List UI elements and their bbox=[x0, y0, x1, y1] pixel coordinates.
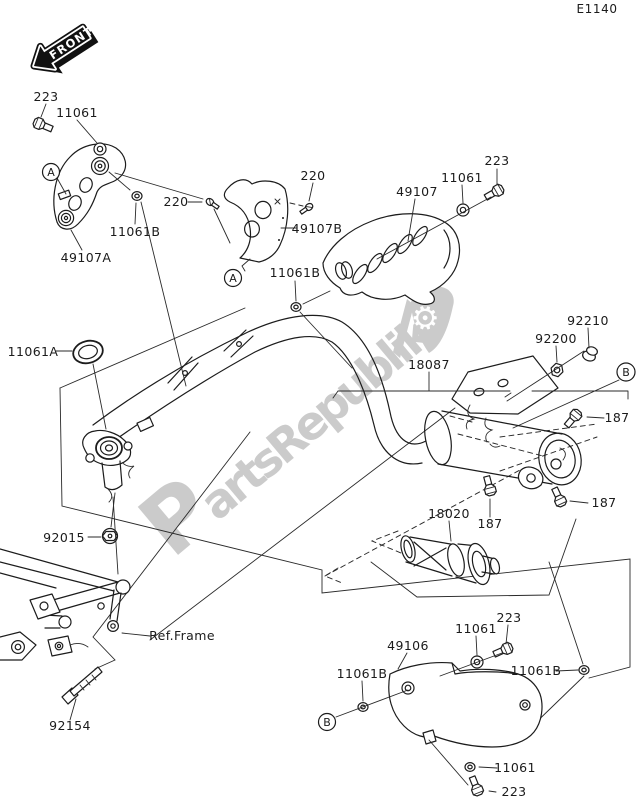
callout-220-right: 220 bbox=[300, 168, 325, 183]
callout-220-left: 220 bbox=[163, 194, 188, 209]
ref-frame-sketch bbox=[0, 548, 131, 661]
circle-b-bottom-label: B bbox=[323, 716, 331, 729]
washer-11061b-mid-icon bbox=[290, 302, 302, 312]
muffler-body bbox=[424, 355, 582, 490]
heat-guard-49107b bbox=[223, 179, 289, 263]
callout-11061b-top-left: 11061B bbox=[110, 224, 161, 239]
callout-11061-cover-bottom: 11061 bbox=[494, 760, 536, 775]
circle-a-mid-label: A bbox=[229, 272, 237, 285]
callout-223-cover-bottom: 223 bbox=[501, 784, 526, 799]
washer-11061b-cover-right-icon bbox=[578, 664, 590, 676]
callout-11061b-cover-right: 11061B bbox=[511, 663, 562, 678]
washer-11061-top-left-icon bbox=[93, 142, 107, 156]
exhaust-header-pipe bbox=[92, 314, 427, 479]
callout-223-cover-top: 223 bbox=[496, 610, 521, 625]
callout-49107b: 49107B bbox=[292, 221, 343, 236]
callout-11061b-cover-left: 11061B bbox=[337, 666, 388, 681]
callout-11061b-mid: 11061B bbox=[270, 265, 321, 280]
callout-187-right: 187 bbox=[604, 410, 629, 425]
bolt-223-cover-top-icon bbox=[491, 640, 515, 660]
circle-b-top-right-icon bbox=[616, 362, 636, 382]
screw-220-left-icon bbox=[204, 196, 221, 211]
callout-11061-cover-top: 11061 bbox=[455, 621, 497, 636]
callout-ref-frame: Ref.Frame bbox=[149, 628, 215, 643]
circle-a-top-left-label: A bbox=[47, 166, 55, 179]
washer-11061-cover-bottom-icon bbox=[464, 761, 476, 773]
callout-labels: E1140 223 11061 49107A 11061B 220 220 49… bbox=[8, 2, 629, 799]
callout-92210: 92210 bbox=[567, 313, 609, 328]
muffler-cover-49107 bbox=[322, 213, 461, 305]
callout-18087: 18087 bbox=[408, 357, 450, 372]
circle-b-top-right-label: B bbox=[622, 366, 630, 379]
callout-187-bottom-right: 187 bbox=[591, 495, 616, 510]
watermark-flagpole bbox=[393, 299, 414, 358]
baffle-silencer bbox=[400, 535, 501, 586]
diagram-code: E1140 bbox=[576, 2, 617, 16]
callout-187-center: 187 bbox=[477, 516, 502, 531]
callout-49107: 49107 bbox=[396, 184, 438, 199]
circle-a-mid-icon bbox=[223, 268, 243, 288]
muffler-cover-49106 bbox=[388, 661, 543, 748]
bolt-223-cover-bottom-icon bbox=[466, 774, 486, 798]
callout-223-top-left: 223 bbox=[33, 89, 58, 104]
callout-49106: 49106 bbox=[387, 638, 429, 653]
watermark-logo: PartsRepublik ⚙ bbox=[121, 277, 454, 576]
circle-b-bottom-icon bbox=[317, 712, 337, 732]
leader-lines bbox=[40, 103, 629, 793]
washer-11061b-top-left-icon bbox=[131, 191, 143, 201]
bolt-92154-icon bbox=[61, 666, 103, 705]
callout-92154: 92154 bbox=[49, 718, 91, 733]
callout-92015: 92015 bbox=[43, 530, 85, 545]
capnut-92210-icon bbox=[582, 346, 598, 362]
screw-187-bottom-right-icon bbox=[548, 485, 569, 509]
callout-11061a: 11061A bbox=[8, 344, 59, 359]
circle-a-top-left-icon bbox=[41, 162, 61, 182]
view-boundary-lines bbox=[59, 307, 631, 737]
exhaust-pipe-holder bbox=[82, 429, 133, 503]
callout-223-top-right: 223 bbox=[484, 153, 509, 168]
front-arrow-sign: FRONT bbox=[30, 23, 99, 74]
callout-18020: 18020 bbox=[428, 506, 470, 521]
fasteners bbox=[31, 115, 598, 798]
heat-guard-49107a bbox=[53, 143, 127, 230]
callout-49107a: 49107A bbox=[61, 250, 112, 265]
screw-220-right-icon bbox=[298, 201, 315, 216]
callout-11061-top-left: 11061 bbox=[56, 105, 98, 120]
gasket-11061a-icon bbox=[72, 339, 104, 365]
callout-11061-top-right: 11061 bbox=[441, 170, 483, 185]
bolt-223-top-left-icon bbox=[31, 115, 55, 135]
screw-187-center-icon bbox=[480, 474, 498, 498]
nut-92015-icon bbox=[101, 527, 119, 545]
assembly-circles: A A B B bbox=[41, 162, 636, 732]
callout-92200: 92200 bbox=[535, 331, 577, 346]
